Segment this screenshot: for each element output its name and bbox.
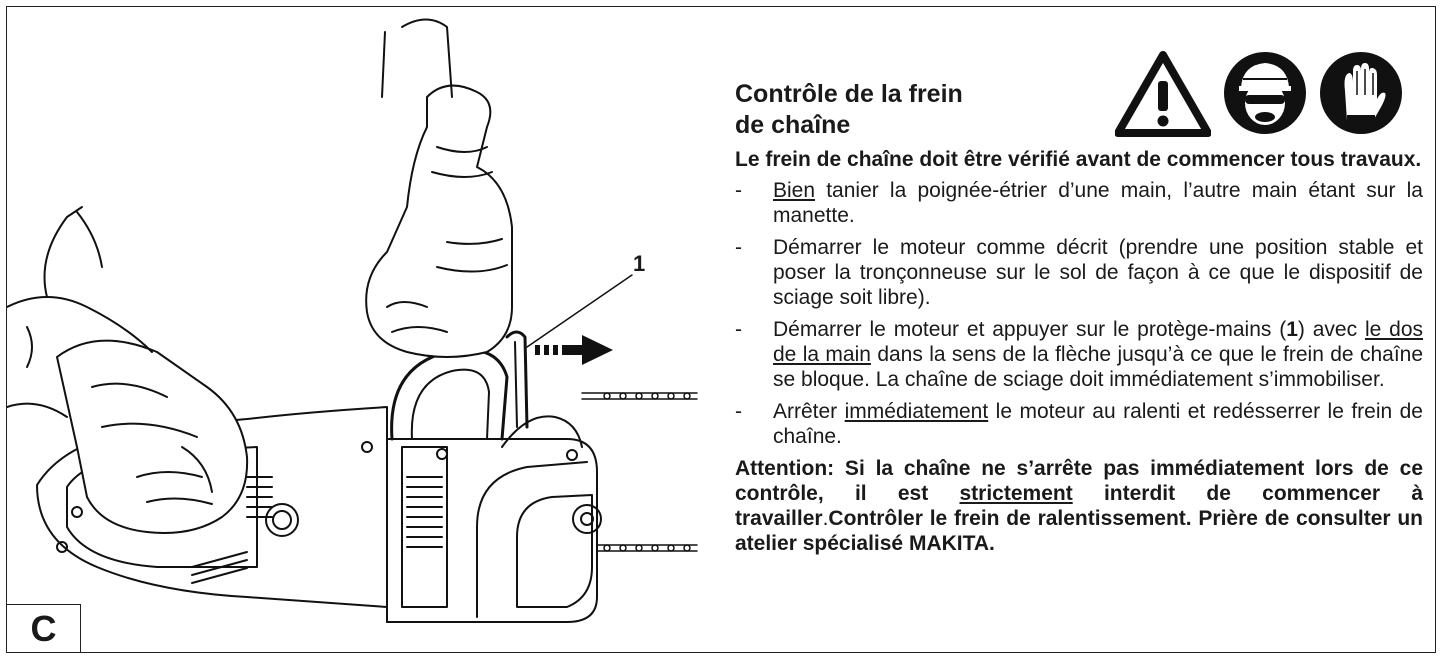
step-text: Arrêter xyxy=(773,400,845,423)
list-item: - Bien tanier la poignée-étrier d’une ma… xyxy=(735,178,1423,228)
warning-triangle-icon xyxy=(1114,51,1212,142)
title-line-1: Contrôle de la frein xyxy=(735,80,963,108)
warning-period: . xyxy=(822,507,829,530)
section-title: Contrôle de la frein de chaîne xyxy=(735,79,1035,141)
dash-bullet: - xyxy=(735,318,742,341)
intro-text: Le frein de chaîne doit être vérifié ava… xyxy=(735,148,1422,171)
step-text: ) avec xyxy=(1297,318,1365,341)
warning-text: Attention: Si la chaîne ne s’arrête pas … xyxy=(735,457,1423,505)
step-text: le moteur au ralenti et redésserrer le f… xyxy=(773,400,1423,448)
chain-lower xyxy=(581,544,698,552)
chain-upper xyxy=(581,392,698,400)
callout-ref: 1 xyxy=(1286,318,1298,341)
dash-bullet: - xyxy=(735,179,742,202)
list-item: - Démarrer le moteur et appuyer sur le p… xyxy=(735,317,1423,392)
step-text: dans la sens de la flèche jusqu’à ce que… xyxy=(773,343,1424,391)
dash-bullet: - xyxy=(735,400,742,423)
section-label: C xyxy=(7,604,81,652)
emphasis: immédiatement xyxy=(844,400,989,423)
instructions-column: Contrôle de la frein de chaîne Le frein … xyxy=(735,79,1423,577)
warning-paragraph: Attention: Si la chaîne ne s’arrête pas … xyxy=(735,456,1423,556)
face-protection-icon xyxy=(1223,51,1307,140)
list-item: - Démarrer le moteur comme décrit (prend… xyxy=(735,235,1423,310)
callout-number: 1 xyxy=(633,251,646,276)
safety-icons xyxy=(1114,51,1425,137)
list-item: - Arrêter immédiatement le moteur au ral… xyxy=(735,399,1423,449)
step-text: Démarrer le moteur et appuyer sur le pro… xyxy=(773,318,1287,341)
steps-list: - Bien tanier la poignée-étrier d’une ma… xyxy=(735,178,1423,449)
emphasis: strictement xyxy=(959,482,1073,505)
warning-text: interdit de commencer à travailler xyxy=(735,482,1424,530)
emphasis: le dos de la main xyxy=(773,318,1423,366)
chainsaw-illustration: 1 xyxy=(6,7,707,652)
title-line-2: de chaîne xyxy=(735,111,851,139)
page-frame: 1 C xyxy=(6,6,1436,653)
gloves-icon xyxy=(1319,51,1403,140)
step-text: tanier la poignée-étrier d’une main, l’a… xyxy=(773,179,1423,227)
warning-text: Contrôler le frein de ralentissement. Pr… xyxy=(735,507,1423,555)
step-text: Démarrer le moteur comme décrit (prendre… xyxy=(773,236,1423,309)
emphasis: Bien xyxy=(773,179,816,202)
direction-arrow xyxy=(535,335,613,365)
dash-bullet: - xyxy=(735,236,742,259)
